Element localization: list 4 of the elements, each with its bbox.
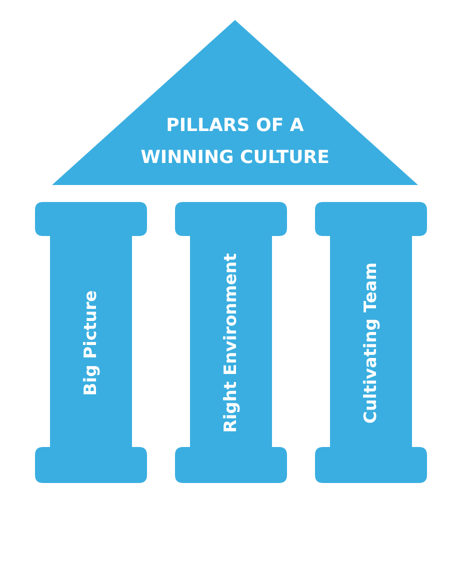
- pillar-label: Right Environment: [221, 252, 241, 432]
- pillar-label: Cultivating Team: [361, 262, 381, 424]
- roof-title: PILLARS OF A WINNING CULTURE: [140, 114, 330, 170]
- pillar-label: Big Picture: [81, 290, 101, 396]
